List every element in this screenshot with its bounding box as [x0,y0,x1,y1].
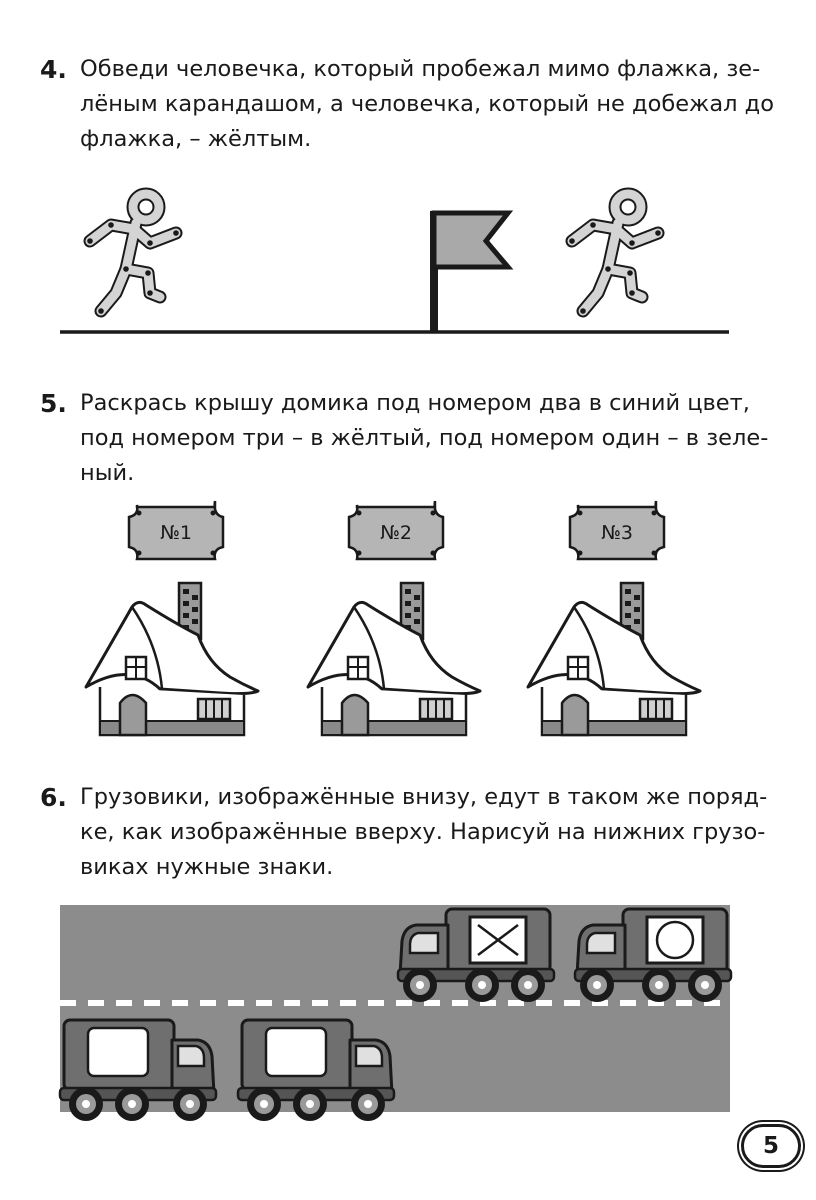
bottom-truck-2 [238,1020,394,1121]
task-5-number: 5. [40,389,67,418]
task-4: 4. Обведи человечка, который пробежал ми… [40,52,774,157]
task-5: 5. Раскрась крышу домика под номером два… [40,386,768,491]
runner-left-figure [87,194,179,314]
house-1-figure [84,581,260,737]
top-truck-1 [398,909,554,1002]
house-2-figure [306,581,482,737]
house-2-label: №2 [380,522,412,544]
truck-sign-blank-1 [86,1026,150,1078]
house-3-group: №3 [526,501,702,737]
house-1-group: №1 [84,501,260,737]
task-4-text: Обведи человечка, который пробежал мимо … [80,56,774,152]
runner-right-figure [569,194,661,314]
task-6-number: 6. [40,783,67,812]
flag-icon [430,210,514,331]
trucks-road-illustration [0,905,816,1115]
house-2-group: №2 [306,501,482,737]
truck-sign-blank-2 [264,1026,328,1078]
task-6: 6. Грузовики, изображённые внизу, едут в… [40,780,767,885]
top-truck-2 [575,909,731,1002]
task-4-number: 4. [40,55,67,84]
bottom-truck-1 [60,1020,216,1121]
running-figures-illustration [60,185,729,334]
task-5-text: Раскрась крышу домика под номером два в … [80,390,769,486]
task-6-text: Грузовики, изображённые внизу, едут в та… [80,784,768,880]
page-number: 5 [741,1124,801,1168]
house-3-figure [526,581,702,737]
houses-illustration: №1 №2 №3 [84,495,702,737]
house-1-label: №1 [160,522,192,544]
house-3-label: №3 [601,522,633,544]
